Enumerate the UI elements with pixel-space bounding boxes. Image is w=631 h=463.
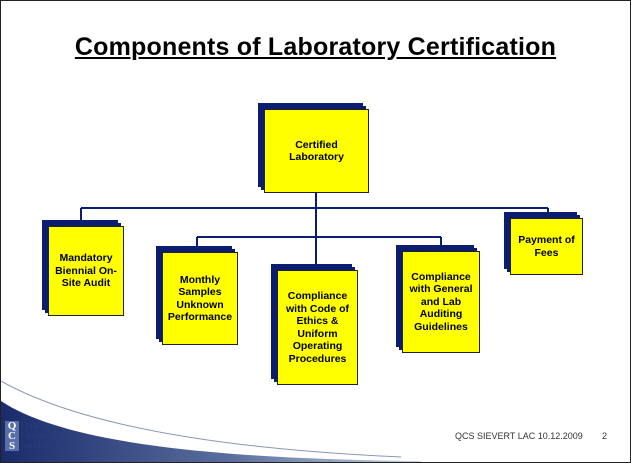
root-line: Laboratory <box>289 151 344 163</box>
logo-line: Certification <box>21 431 70 441</box>
component-line: Ethics & <box>296 315 339 327</box>
component-line: Uniform <box>297 327 338 340</box>
root-line: Certified <box>295 138 338 151</box>
component-line: Guidelines <box>414 320 468 333</box>
component-auditing-guidelines: Compliance with General and Lab Auditing… <box>402 251 480 353</box>
logo-line: Services Inc. <box>21 441 71 451</box>
component-code-of-ethics: Compliance with Code of Ethics & Uniform… <box>277 270 358 385</box>
logo-line: Quality <box>21 421 50 431</box>
component-line: Biennial On- <box>55 264 117 277</box>
component-line: Compliance <box>287 290 348 302</box>
component-line: Fees <box>534 246 559 259</box>
decorative-swoosh <box>1 380 421 462</box>
slide-title: Components of Laboratory Certification <box>74 33 557 61</box>
component-line: with General <box>409 283 473 296</box>
component-line: Payment of <box>518 234 575 246</box>
component-line: with Code of <box>286 302 349 315</box>
component-payment-of-fees: Payment of Fees <box>510 218 583 275</box>
component-line: Compliance <box>411 270 471 283</box>
component-line: Performance <box>167 311 233 323</box>
component-line: Site Audit <box>61 277 111 290</box>
page-number: 2 <box>602 431 608 441</box>
component-line: Samples <box>178 286 222 298</box>
component-line: Procedures <box>288 352 347 365</box>
footer-text: QCS SIEVERT LAC 10.12.2009 <box>455 431 583 441</box>
component-line: Auditing <box>419 308 463 321</box>
component-mandatory-audit: Mandatory Biennial On- Site Audit <box>48 226 124 316</box>
component-line: Mandatory <box>59 252 113 265</box>
component-line: Unknown <box>176 298 224 311</box>
component-monthly-samples: Monthly Samples Unknown Performance <box>162 252 238 345</box>
component-line: and Lab <box>420 295 462 308</box>
component-line: Operating <box>292 340 343 352</box>
component-line: Monthly <box>179 273 221 286</box>
root-node-certified-laboratory: Certified Laboratory <box>264 109 369 193</box>
